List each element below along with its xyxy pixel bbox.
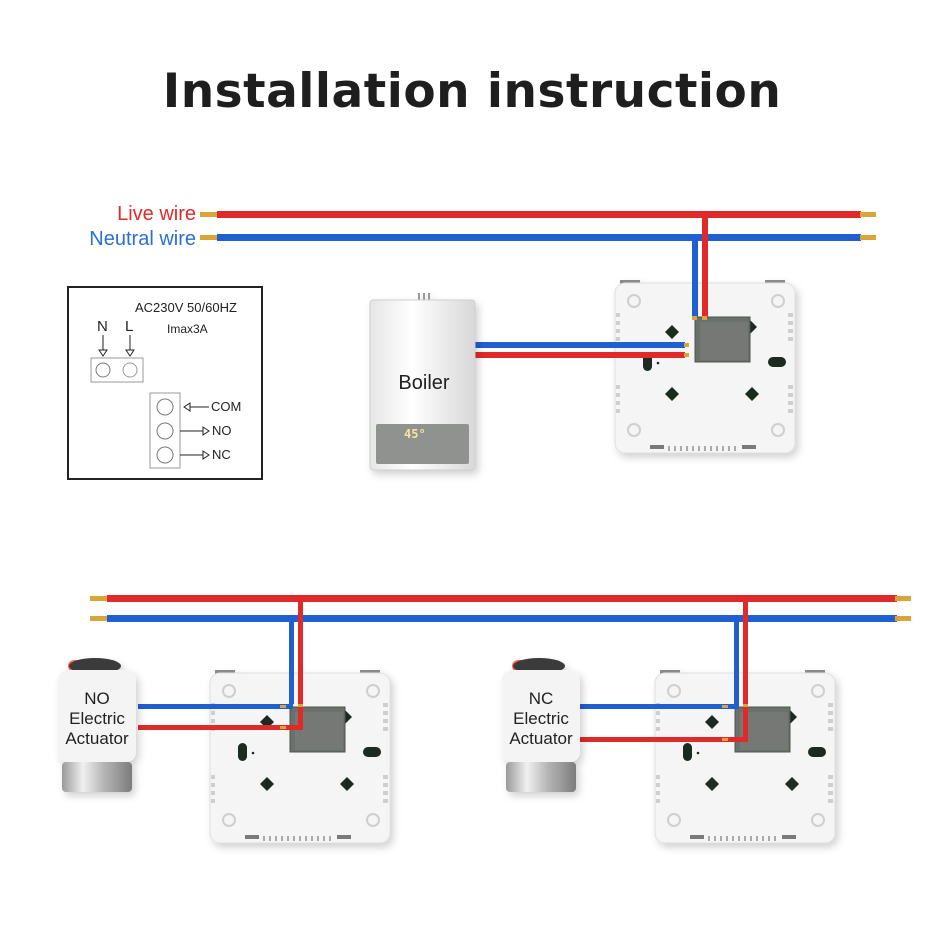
voltage-rating: AC230V 50/60HZ xyxy=(135,300,237,315)
nc-actuator-line2: Electric xyxy=(513,709,569,728)
no-actuator-line2: Electric xyxy=(69,709,125,728)
nc-actuator-line3: Actuator xyxy=(509,729,573,748)
boiler-display-value: 45° xyxy=(404,427,426,441)
boiler-label: Boiler xyxy=(398,372,450,394)
terminal-n-label: N xyxy=(97,318,108,335)
page-title: Installation instruction xyxy=(162,64,782,119)
terminal-com-label: COM xyxy=(211,399,242,414)
live-wire-label: Live wire xyxy=(117,203,196,225)
top-neutral-wire xyxy=(200,234,876,241)
boiler-unit xyxy=(369,293,476,471)
top-neutral-drop xyxy=(692,238,698,318)
nc-actuator-label: NC Electric Actuator xyxy=(491,689,591,749)
boiler-neutral-wire xyxy=(475,342,685,348)
no-actuator xyxy=(58,658,136,792)
no-actuator-label: NO Electric Actuator xyxy=(47,689,147,749)
no-actuator-line3: Actuator xyxy=(65,729,129,748)
top-live-drop xyxy=(702,215,708,318)
terminal-nc-label: NC xyxy=(212,447,231,462)
bottom-live-wire xyxy=(90,595,911,602)
no-actuator-type: NO xyxy=(84,689,110,708)
top-live-wire xyxy=(200,211,876,218)
terminal-block-drawing xyxy=(90,335,210,469)
boiler-live-wire xyxy=(475,352,685,358)
terminal-spec-panel: AC230V 50/60HZ Imax3A N L COM NO NC xyxy=(67,286,263,480)
nc-actuator xyxy=(502,658,580,792)
terminal-no-label: NO xyxy=(212,423,232,438)
nc-actuator-type: NC xyxy=(528,689,554,708)
terminal-l-label: L xyxy=(125,318,134,335)
current-rating: Imax3A xyxy=(167,322,208,336)
neutral-wire-label: Neutral wire xyxy=(89,228,196,250)
bottom-neutral-wire xyxy=(90,615,911,622)
